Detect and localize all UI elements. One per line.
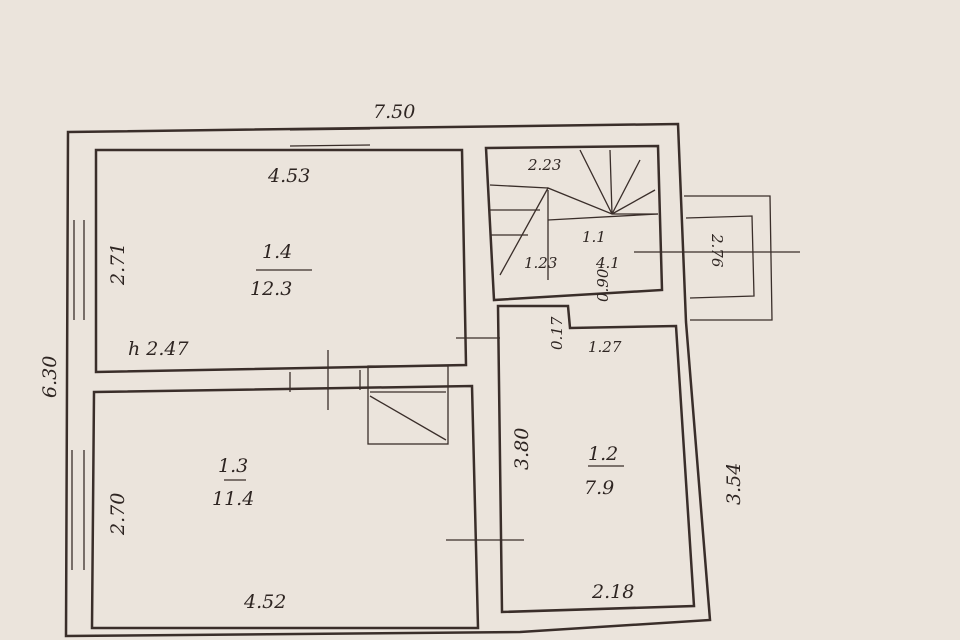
room-1-4-area: 12.3 — [250, 278, 292, 300]
room-1-2-area: 7.9 — [584, 477, 614, 499]
room-1-1-depth: 0.90 — [594, 268, 612, 302]
room-1-3-id: 1.3 — [218, 455, 248, 477]
room-1-4-id: 1.4 — [262, 241, 292, 263]
overall-depth-label: 6.30 — [39, 356, 61, 398]
room-1-2-depth: 3.80 — [511, 428, 533, 470]
right-depth-label: 3.54 — [723, 463, 745, 505]
room-1-1-id: 1.1 — [582, 228, 606, 246]
passage-depth-label: 0.17 — [548, 316, 566, 350]
passage-width-label: 1.27 — [588, 338, 622, 356]
room-1-1-area: 4.1 — [595, 254, 620, 272]
room-1-4-width: 4.53 — [267, 165, 310, 187]
porch — [634, 195, 800, 321]
stairs — [489, 149, 659, 280]
porch-depth-label: 2.76 — [708, 233, 726, 268]
room-1-4-height: h 2.47 — [128, 338, 189, 360]
room-1-2-id: 1.2 — [588, 443, 618, 465]
room-1-1-width: 1.23 — [524, 254, 557, 272]
room-1-3-width: 4.52 — [243, 591, 286, 613]
room-1-2-width: 2.18 — [591, 581, 634, 603]
outer-walls — [64, 122, 712, 638]
room-1-3-depth: 2.70 — [107, 493, 129, 536]
overall-width-label: 7.50 — [373, 101, 415, 123]
room-1-3-area: 11.4 — [212, 488, 254, 510]
stair-width-label: 2.23 — [527, 156, 561, 174]
room-1-4-depth: 2.71 — [107, 243, 129, 286]
